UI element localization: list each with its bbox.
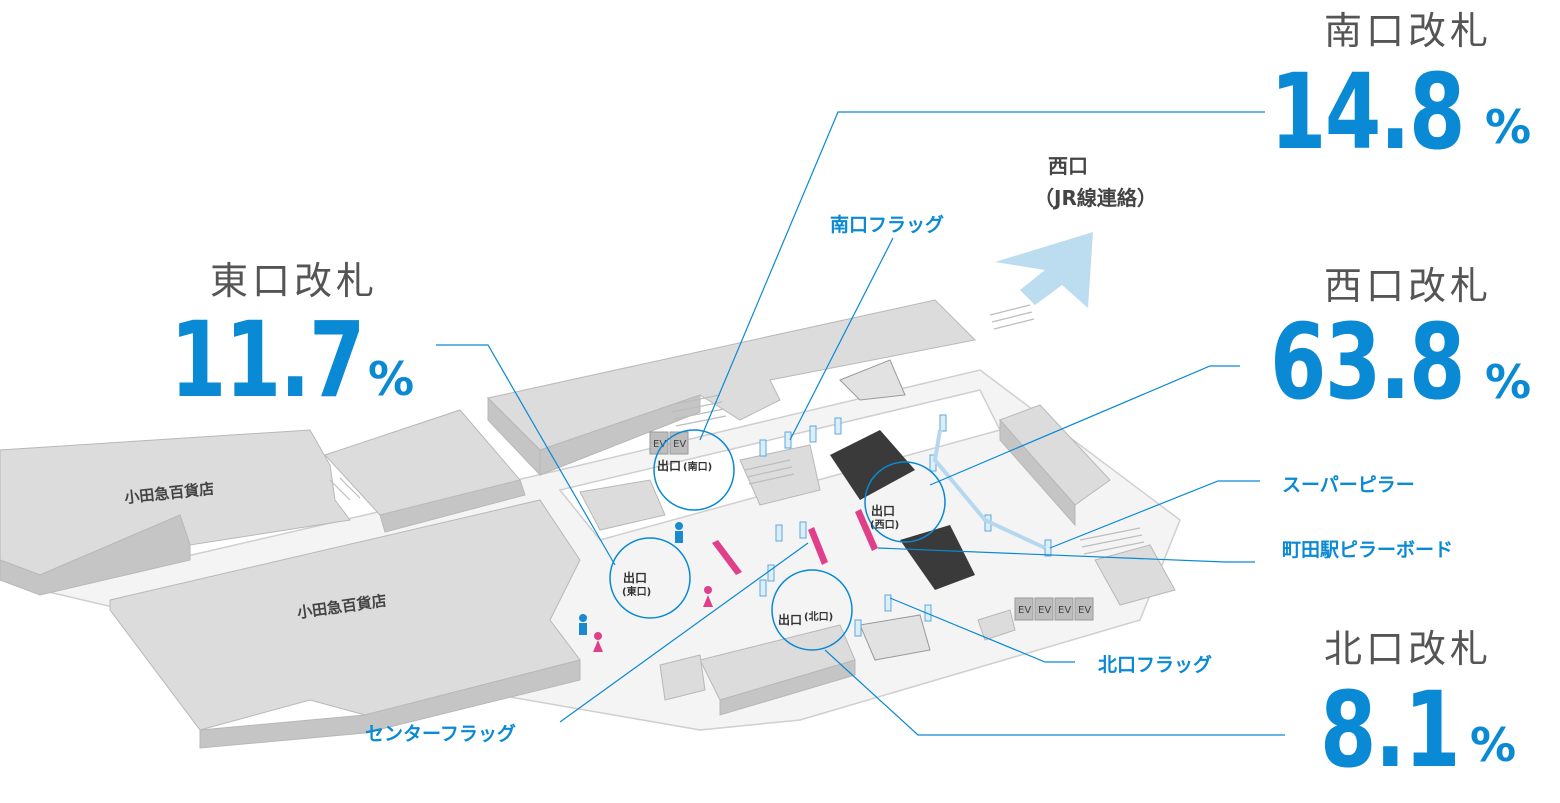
ev-label: EV (1078, 605, 1091, 616)
restroom-icons (579, 522, 713, 652)
exit-east-sub: (東口) (622, 585, 651, 598)
ev-label: EV (673, 439, 686, 450)
destination-line2: （JR線連絡） (1034, 186, 1157, 210)
gate-unit-east: % (368, 352, 415, 406)
elevators (649, 431, 1094, 621)
callout-center-flag: センターフラッグ (365, 723, 516, 745)
destination-line1: 西口 (1048, 154, 1088, 178)
destination-label: 西口 （JR線連絡） (1034, 150, 1157, 214)
restroom-male-icon (675, 522, 683, 543)
gate-unit-north: % (1470, 718, 1517, 772)
gate-title-south: 南口改札 (1324, 9, 1493, 53)
callout-south-flag: 南口フラッグ (830, 214, 945, 236)
stairs (329, 304, 1145, 555)
exit-labels: 出口 (南口) 出口 (西口) 出口 (東口) 出口 (北口) (622, 458, 899, 627)
callout-super-pillar: スーパーピラー (1282, 474, 1415, 496)
gate-value-north: 8.1 (1320, 678, 1498, 782)
gate-value-south: 14.8 (1270, 60, 1519, 164)
ev-label: EV (653, 439, 666, 450)
exit-west-sub: (西口) (870, 519, 899, 531)
restroom-female-icon (703, 586, 713, 607)
ev-label: EV (1018, 605, 1031, 616)
callout-north-flag: 北口フラッグ (1098, 654, 1213, 676)
gate-value-west: 63.8 (1270, 310, 1519, 414)
gate-unit-south: % (1485, 100, 1532, 154)
exit-south-label: 出口 (657, 458, 681, 473)
gate-value-west-num: 63.8 (1270, 301, 1465, 423)
exit-north-sub: (北口) (804, 610, 833, 623)
exit-circles (609, 429, 946, 651)
gate-value-north-num: 8.1 (1320, 669, 1461, 791)
building-center (579, 404, 1176, 716)
gate-value-east: 11.7 (170, 308, 419, 412)
gate-title-west: 西口改札 (1324, 264, 1493, 308)
leader-lines (436, 111, 1285, 736)
direction-arrow-icon (995, 232, 1093, 308)
gate-unit-west: % (1485, 355, 1532, 409)
elevator-labels: EV EV EV EV EV EV (653, 439, 1091, 616)
restroom-male-icon (579, 614, 587, 635)
ev-label: EV (1058, 605, 1071, 616)
exit-south-sub: (南口) (683, 460, 712, 473)
super-pillar-path (932, 429, 1046, 550)
escalators (830, 359, 975, 661)
gate-title-east: 東口改札 (210, 259, 379, 303)
building-store-upper (0, 409, 526, 596)
callout-pillar-board: 町田駅ピラーボード (1282, 539, 1454, 561)
gate-value-south-num: 14.8 (1270, 51, 1465, 173)
building-store-lower (109, 499, 581, 749)
exit-west-label: 出口 (871, 503, 895, 518)
flags (712, 509, 878, 575)
gate-value-east-num: 11.7 (170, 299, 365, 421)
exit-north-label: 出口 (778, 612, 802, 627)
gate-title-north: 北口改札 (1324, 627, 1493, 671)
ev-label: EV (1038, 605, 1051, 616)
building-top (487, 299, 977, 477)
restroom-female-icon (593, 632, 603, 652)
exit-east-label: 出口 (623, 570, 647, 585)
